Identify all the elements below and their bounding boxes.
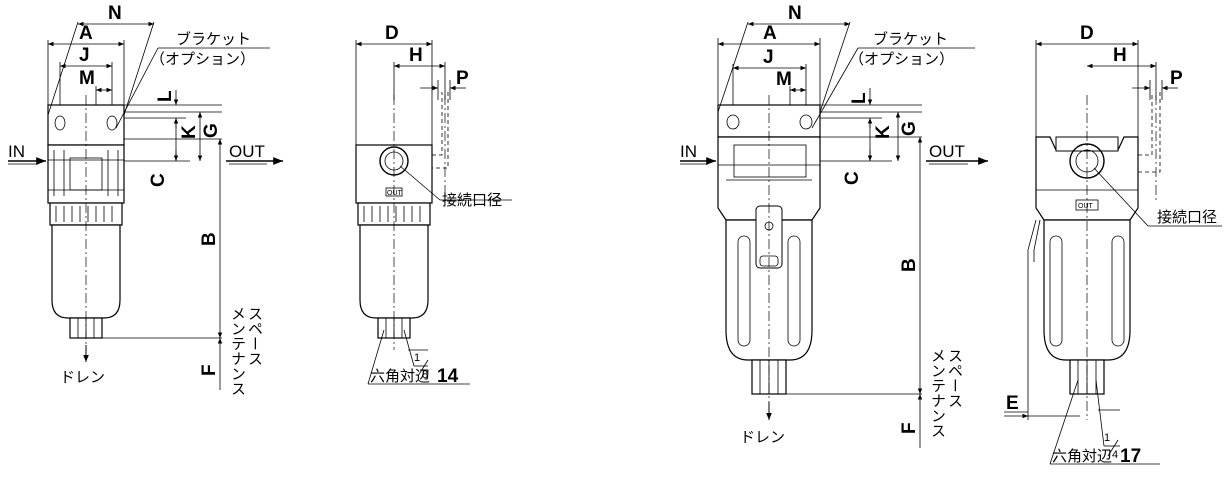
dim-p-large: P [1170,68,1183,89]
port-size-label-small: 接続口径 [442,191,502,209]
dim-p-small: P [456,68,469,89]
option-label-small: （オプション） [150,50,255,68]
text-layer: N A J M ブラケット （オプション） L K G C B F IN OUT… [8,3,1217,467]
dim-g-large: G [899,121,920,136]
maint-space-small: メンテナンス [229,306,247,396]
dim-c-large: C [842,171,863,185]
maint-space-large-2: スペース [946,348,964,408]
bracket-label-small: ブラケット [176,30,251,48]
dim-d-small: D [385,23,399,44]
hex-size-large: 17 [1120,446,1141,467]
large-side-dimensions [1004,40,1222,465]
dim-l-large: L [849,92,870,104]
small-front-view [8,95,283,362]
thread-den-large: 4 [1112,449,1118,461]
body-out-tag-small: OUT [387,190,403,197]
dim-f-small: F [199,364,220,376]
dim-c-small: C [148,173,169,187]
dim-j-large: J [763,47,774,68]
small-side-dimensions [355,40,512,385]
maint-space-large: メンテナンス [929,348,947,438]
dim-h-large: H [1113,45,1127,66]
large-front-dimensions [717,21,975,448]
drain-label-small: ドレン [60,368,105,386]
dim-m-large: M [776,69,792,90]
dim-d-large: D [1080,23,1094,44]
dim-m-small: M [79,68,95,89]
dim-n-small: N [108,3,122,24]
dim-l-small: L [155,90,176,102]
hex-label-large: 六角対辺 [1052,447,1112,465]
dim-h-small: H [409,45,423,66]
in-label-small: IN [8,142,25,161]
dim-a-large: A [763,23,777,44]
large-side-view [1027,92,1161,420]
dim-b-large: B [899,258,920,272]
dim-a-small: A [79,23,93,44]
dim-n-large: N [788,3,802,24]
maint-space-small-2: スペース [246,306,264,366]
hex-label-small: 六角対辺 [370,367,430,385]
option-label-large: （オプション） [849,50,954,68]
dim-k-large: K [873,125,894,139]
small-side-view [355,92,449,350]
in-label-large: IN [680,142,697,161]
dim-k-small: K [179,125,200,139]
dim-j-small: J [79,45,90,66]
port-size-label-large: 接続口径 [1157,208,1217,226]
bracket-label-large: ブラケット [873,30,948,48]
dim-e-large: E [1006,393,1019,414]
dim-b-small: B [199,232,220,246]
large-front-view [680,95,988,420]
out-label-small: OUT [229,142,265,161]
thread-num-large: 1 [1104,432,1110,444]
thread-num-small: 1 [414,352,420,364]
out-label-large: OUT [929,142,965,161]
dim-f-large: F [899,422,920,434]
small-front-dimensions [47,21,270,390]
body-out-tag-large: OUT [1078,203,1094,210]
dim-g-small: G [201,123,222,138]
hex-size-small: 14 [437,366,459,387]
thread-den-small: 8 [422,369,428,381]
drain-label-large: ドレン [740,428,785,446]
